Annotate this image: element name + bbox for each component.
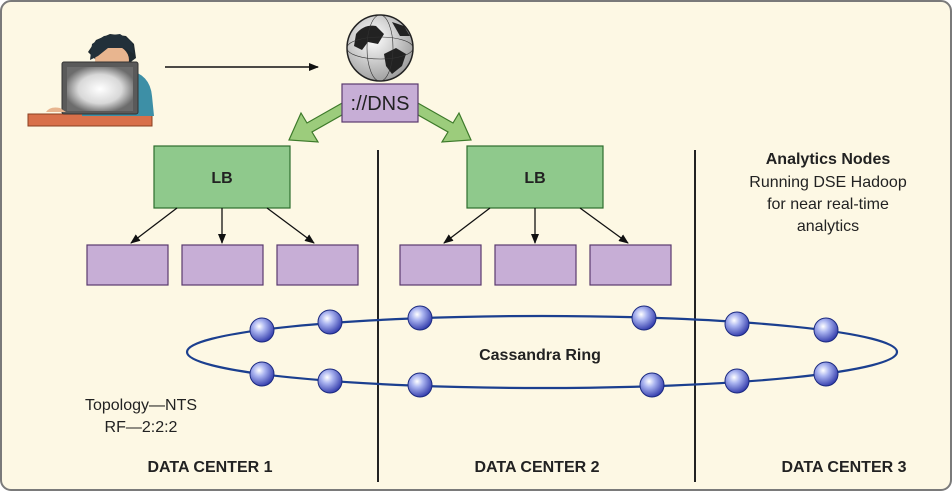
datacenter-label: DATA CENTER 1 [147, 459, 272, 476]
server-group-dc2 [399, 244, 672, 286]
analytics-line: Running DSE Hadoop [749, 174, 907, 191]
cassandra-node-icon [724, 368, 750, 394]
analytics-line: analytics [797, 218, 859, 235]
cassandra-node-icon [639, 372, 665, 398]
load-balancer-1: LB [153, 145, 291, 209]
lb-label: LB [211, 170, 232, 187]
cassandra-node-icon [249, 317, 275, 343]
cassandra-node-icon [317, 368, 343, 394]
cassandra-node-icon [813, 317, 839, 343]
server-box [494, 244, 577, 286]
lb-fanout-arrows [130, 207, 629, 244]
dns-box: ://DNS [341, 83, 419, 123]
cassandra-node-icon [407, 372, 433, 398]
server-group-dc1 [86, 244, 359, 286]
globe-icon [346, 14, 414, 82]
replication-line: RF—2:2:2 [105, 419, 178, 436]
server-box [181, 244, 264, 286]
user-at-laptop-icon [27, 34, 154, 127]
cassandra-node-icon [317, 309, 343, 335]
cassandra-node-icon [407, 305, 433, 331]
cassandra-node-icon [813, 361, 839, 387]
server-box [276, 244, 359, 286]
server-box [589, 244, 672, 286]
server-box [399, 244, 482, 286]
analytics-title: Analytics Nodes [766, 151, 891, 168]
lb-label: LB [524, 170, 545, 187]
cassandra-node-icon [249, 361, 275, 387]
dns-label: ://DNS [351, 93, 410, 115]
load-balancer-2: LB [466, 145, 604, 209]
ring-nodes [249, 305, 839, 398]
cassandra-node-icon [631, 305, 657, 331]
server-box [86, 244, 169, 286]
analytics-line: for near real-time [767, 196, 889, 213]
cassandra-ring [185, 314, 899, 390]
ring-label: Cassandra Ring [479, 347, 601, 364]
analytics-nodes-note: Analytics Nodes Running DSE Hadoop for n… [749, 151, 907, 235]
cassandra-node-icon [724, 311, 750, 337]
datacenter-label: DATA CENTER 2 [474, 459, 599, 476]
datacenter-label: DATA CENTER 3 [781, 459, 906, 476]
topology-line: Topology—NTS [85, 397, 197, 414]
